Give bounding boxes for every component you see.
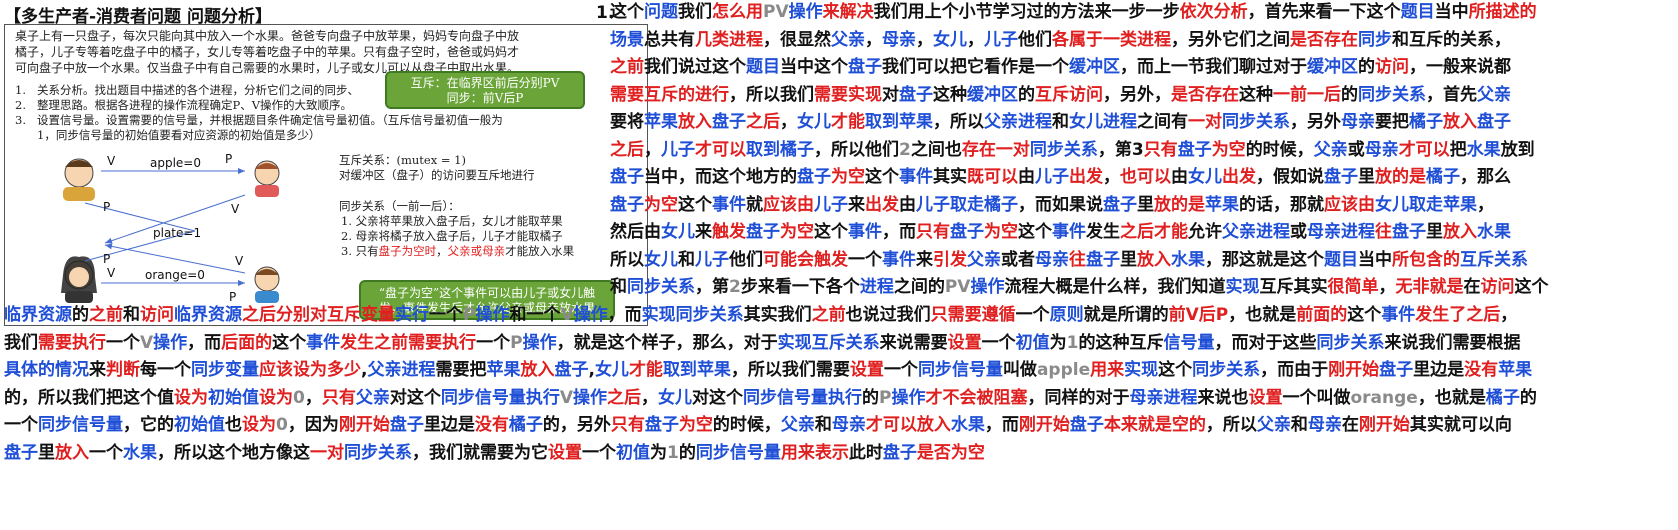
tip-line: 发，事件发生后才允许父亲或母亲放水果 <box>378 301 595 315</box>
sync-item: 1. 父亲将苹果放入盘子后，女儿才能取苹果 <box>341 214 563 228</box>
step-text: 1，同步信号量的初始值要看对应资源的初始值是多少） <box>37 128 321 142</box>
article-line: 这个问题我们怎么用PV操作来解决我们用上个小节学习过的方法来一步一步依次分析，首… <box>610 2 1537 22</box>
article-line: 的，所以我们把这个值设为初始值设为0，只有父亲对这个同步信号量执行V操作之后，女… <box>4 387 1537 408</box>
step-item: 3. 设置信号量。设置需要的信号量，并根据题目条件确定信号量初值。（互斥信号量初值… <box>15 113 535 128</box>
article-line: 需要互斥的进行，所以我们需要实现对盘子这种缓冲区的互斥访问，另外，是否存在这种一… <box>610 84 1511 105</box>
daughter-avatar <box>254 160 280 197</box>
relations-block: 互斥关系：(mutex = 1) 对缓冲区（盘子）的访问要互斥地进行 同步关系（… <box>339 153 639 259</box>
p-label: P <box>103 252 110 266</box>
article-line: 盘子里放入一个水果，所以这个地方像这一对同步关系，我们就需要为它设置一个初值为1… <box>4 442 985 463</box>
step-number: 1. <box>15 83 26 97</box>
mutex-title: 互斥关系：(mutex = 1) <box>339 153 466 167</box>
article-line: 具体的情况来判断每一个同步变量应该设为多少,父亲进程需要把苹果放入盘子,女儿才能… <box>4 360 1533 380</box>
mutex-desc: 对缓冲区（盘子）的访问要互斥地进行 <box>339 168 535 182</box>
sync-item-text: 才能放入水果 <box>505 244 575 258</box>
mother-to-plate-line <box>84 230 196 262</box>
step-text: 整理思路。根据各进程的操作流程确定P、V操作的大致顺序。 <box>37 98 353 112</box>
tip-line: 互斥：在临界区前后分别PV <box>410 76 560 90</box>
article-line: 盘子为空这个事件就应该由儿子来出发由儿子取走橘子，而如果说盘子里放的是苹果的话，… <box>610 194 1494 215</box>
sync-item: 2. 母亲将橘子放入盘子后，儿子才能取橘子 <box>341 229 563 243</box>
sync-item-text: ， <box>436 244 448 258</box>
father-avatar <box>63 158 95 201</box>
step-item: 2. 整理思路。根据各进程的操作流程确定P、V操作的大致顺序。 <box>15 98 535 113</box>
p-label: P <box>225 153 232 166</box>
article-top: 这个问题我们怎么用PV操作来解决我们用上个小节学习过的方法来一步一步依次分析，首… <box>610 0 1670 302</box>
plate-semaphore: plate=1 <box>153 226 201 240</box>
step-number: 2. <box>15 98 26 112</box>
tip-bubble-plate-empty: “盘子为空”这个事件可以由儿子或女儿触 发，事件发生后才允许父亲或母亲放水果 <box>359 280 615 320</box>
step-item: 1，同步信号量的初始值要看对应资源的初始值是多少） <box>15 128 535 143</box>
article-line: 盘子当中，而这个地方的盘子为空这个事件其实既可以由儿子出发，也可以由女儿出发，假… <box>610 167 1511 187</box>
slide-panel: 桌子上有一只盘子，每次只能向其中放入一个水果。爸爸专向盘子中放苹果，妈妈专向盘子… <box>4 24 648 326</box>
sync-item-text: 3. 只有 <box>341 244 379 258</box>
v-label: V <box>107 154 116 168</box>
article-line: 我们需要执行一个V操作，而后面的这个事件发生之前需要执行一个P操作，就是这个样子… <box>4 332 1521 353</box>
sync-item: 3. 只有盘子为空时，父亲或母亲才能放入水果 <box>339 244 639 259</box>
article-line: 所以女儿和儿子他们可能会触发一个事件来引发父亲或者母亲往盘子里放入水果，那这就是… <box>610 249 1528 270</box>
process-diagram: V P apple=0 plate=1 orange=0 P V P V V P <box>61 153 280 304</box>
mother-avatar <box>61 256 97 303</box>
son-avatar <box>254 266 280 303</box>
problem-line: 橘子，儿子专等着吃盘子中的橘子，女儿专等着吃盘子中的苹果。只有盘子空时，爸爸或妈… <box>15 45 520 59</box>
p-label: P <box>229 290 236 304</box>
article-lead-number: 1. <box>596 3 615 23</box>
tip-line: 同步：前V后P <box>446 91 524 105</box>
slide-title: 【多生产者-消费者问题 问题分析】 <box>4 7 272 27</box>
p-label: P <box>103 200 110 214</box>
article-line: 一个同步信号量，它的初始值也设为0，因为刚开始盘子里边是没有橘子的，另外只有盘子… <box>4 415 1512 435</box>
step-text: 设置信号量。设置需要的信号量，并根据题目条件确定信号量初值。（互斥信号量初值一般… <box>37 113 503 127</box>
tip-bubble-pv: 互斥：在临界区前后分别PV 同步：前V后P <box>385 71 585 109</box>
step-number: 3. <box>15 113 26 127</box>
daughter-to-plate-arrow <box>104 194 246 244</box>
article-line: 之前我们说过这个题目当中这个盘子我们可以把它看作是一个缓冲区，而上一节我们聊过对… <box>610 57 1511 77</box>
v-label: V <box>231 202 240 216</box>
sync-item-highlight: 父亲或母亲 <box>447 244 506 258</box>
problem-line: 桌子上有一只盘子，每次只能向其中放入一个水果。爸爸专向盘子中放苹果，妈妈专向盘子… <box>15 29 520 43</box>
article-line: 场景总共有几类进程，很显然父亲，母亲，女儿，儿子他们各属于一类进程，另外它们之间… <box>610 29 1511 50</box>
step-text: 关系分析。找出题目中描述的各个进程，分析它们之间的同步、 <box>37 83 359 97</box>
article-line: 临界资源的之前和访问临界资源之后分别对互斥变量实行一个P操作和一个V操作，而实现… <box>4 305 1518 325</box>
sync-title: 同步关系（一前一后）： <box>339 199 460 213</box>
apple-semaphore: apple=0 <box>150 156 201 170</box>
article-bottom: 临界资源的之前和访问临界资源之后分别对互斥变量实行一个P操作和一个V操作，而实现… <box>4 302 1674 467</box>
tip-line: “盘子为空”这个事件可以由儿子或女儿触 <box>378 286 596 300</box>
article-line: 要将苹果放入盘子之后，女儿才能取到苹果，所以父亲进程和女儿进程之间有一对同步关系… <box>610 112 1511 132</box>
v-label: V <box>235 254 244 268</box>
article-line: 和同步关系，第2步来看一下各个进程之间的PV操作流程大概是什么样，我们知道实现互… <box>610 277 1549 297</box>
v-label: V <box>107 266 116 280</box>
article-line: 之后，儿子才可以取到橘子，所以他们2之间也存在一对同步关系，第3只有盘子为空的时… <box>610 139 1535 160</box>
step-item: 1. 关系分析。找出题目中描述的各个进程，分析它们之间的同步、 <box>15 83 535 98</box>
analysis-steps: 1. 关系分析。找出题目中描述的各个进程，分析它们之间的同步、 2. 整理思路。根据… <box>15 83 535 143</box>
article-line: 然后由女儿来触发盘子为空这个事件，而只有盘子为空这个事件发生之后才能允许父亲进程… <box>610 222 1511 242</box>
father-to-plate-line <box>84 202 196 232</box>
problem-statement: 桌子上有一只盘子，每次只能向其中放入一个水果。爸爸专向盘子中放苹果，妈妈专向盘子… <box>15 28 575 76</box>
sync-item-highlight: 盘子为空时 <box>378 244 437 258</box>
orange-semaphore: orange=0 <box>145 268 205 282</box>
